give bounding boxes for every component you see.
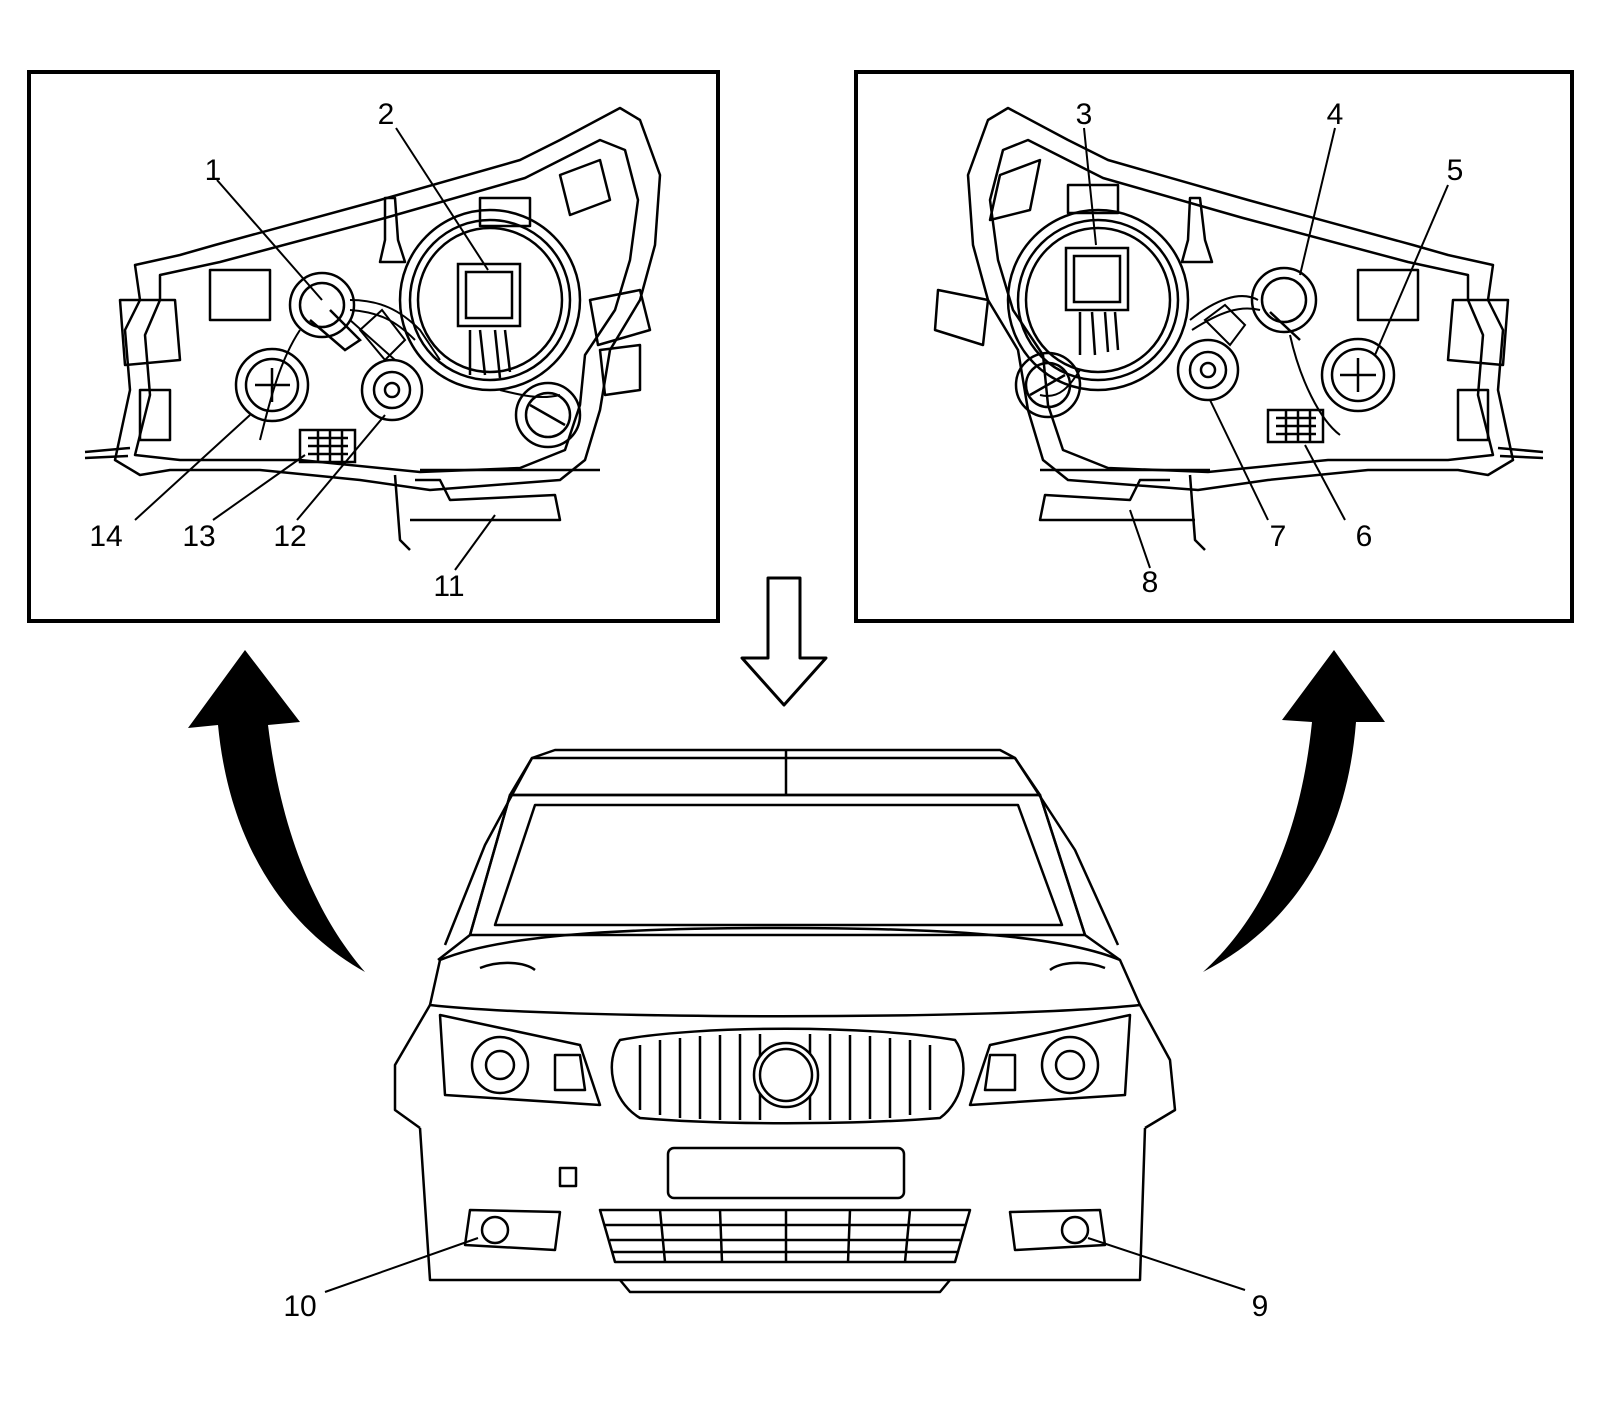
right-headlamp-housing [933,106,1544,551]
callout-7: 7 [1270,520,1287,553]
leader-line-9 [1087,1237,1246,1291]
callout-9: 9 [1252,1290,1269,1323]
callout-2: 2 [378,98,395,131]
callout-14: 14 [89,520,122,553]
leader-line-7 [1209,399,1269,521]
left-wiring-harness [259,299,561,441]
right-electrical-connector-6 [1266,408,1325,444]
right-wiring-harness [1039,295,1341,436]
left-bulb-socket-14 [234,347,310,423]
leader-line-14 [134,414,251,521]
right-bulb-socket-7 [1176,338,1240,402]
callout-11: 11 [433,570,464,603]
leader-line-2 [395,127,489,271]
leader-line-13 [212,454,306,521]
left-bulb-socket-12 [360,358,424,422]
left-turn-socket [514,381,582,449]
leader-line-10 [324,1237,479,1293]
callout-labels: 1 2 3 4 5 6 7 8 9 10 11 12 13 14 [89,98,1463,1323]
right-headlamp-inset [854,70,1574,623]
left-headlamp-inset [27,70,720,623]
right-projector-assembly [1006,208,1190,392]
right-leader-lines [1083,127,1449,569]
vehicle-leader-lines [324,1237,1246,1293]
callout-8: 8 [1142,566,1159,599]
leader-line-6 [1304,444,1346,521]
left-curved-arrow [188,650,365,972]
leader-line-4 [1299,127,1336,276]
leader-line-3 [1083,127,1097,246]
right-curved-arrow [1203,650,1385,972]
callout-3: 3 [1076,98,1093,131]
left-projector-assembly [398,208,582,392]
callout-6: 6 [1356,520,1373,553]
leader-line-12 [296,414,386,521]
callout-1: 1 [205,154,222,187]
left-headlamp-housing [84,106,662,551]
leader-line-1 [216,179,323,301]
left-electrical-connector-13 [298,428,357,464]
callout-12: 12 [273,520,306,553]
leader-line-5 [1374,184,1449,356]
callout-5: 5 [1447,154,1464,187]
callout-13: 13 [182,520,215,553]
left-bulb-socket-1 [288,271,362,352]
callout-4: 4 [1327,98,1344,131]
right-bulb-socket-4 [1250,266,1318,341]
right-turn-socket [1014,351,1082,419]
left-leader-lines [134,127,496,571]
view-direction-arrow [740,576,828,707]
callout-10: 10 [283,1290,316,1323]
right-bulb-socket-5 [1320,337,1396,413]
leader-line-8 [1129,509,1151,569]
leader-line-11 [454,514,496,571]
vehicle-front-view [393,748,1177,1294]
